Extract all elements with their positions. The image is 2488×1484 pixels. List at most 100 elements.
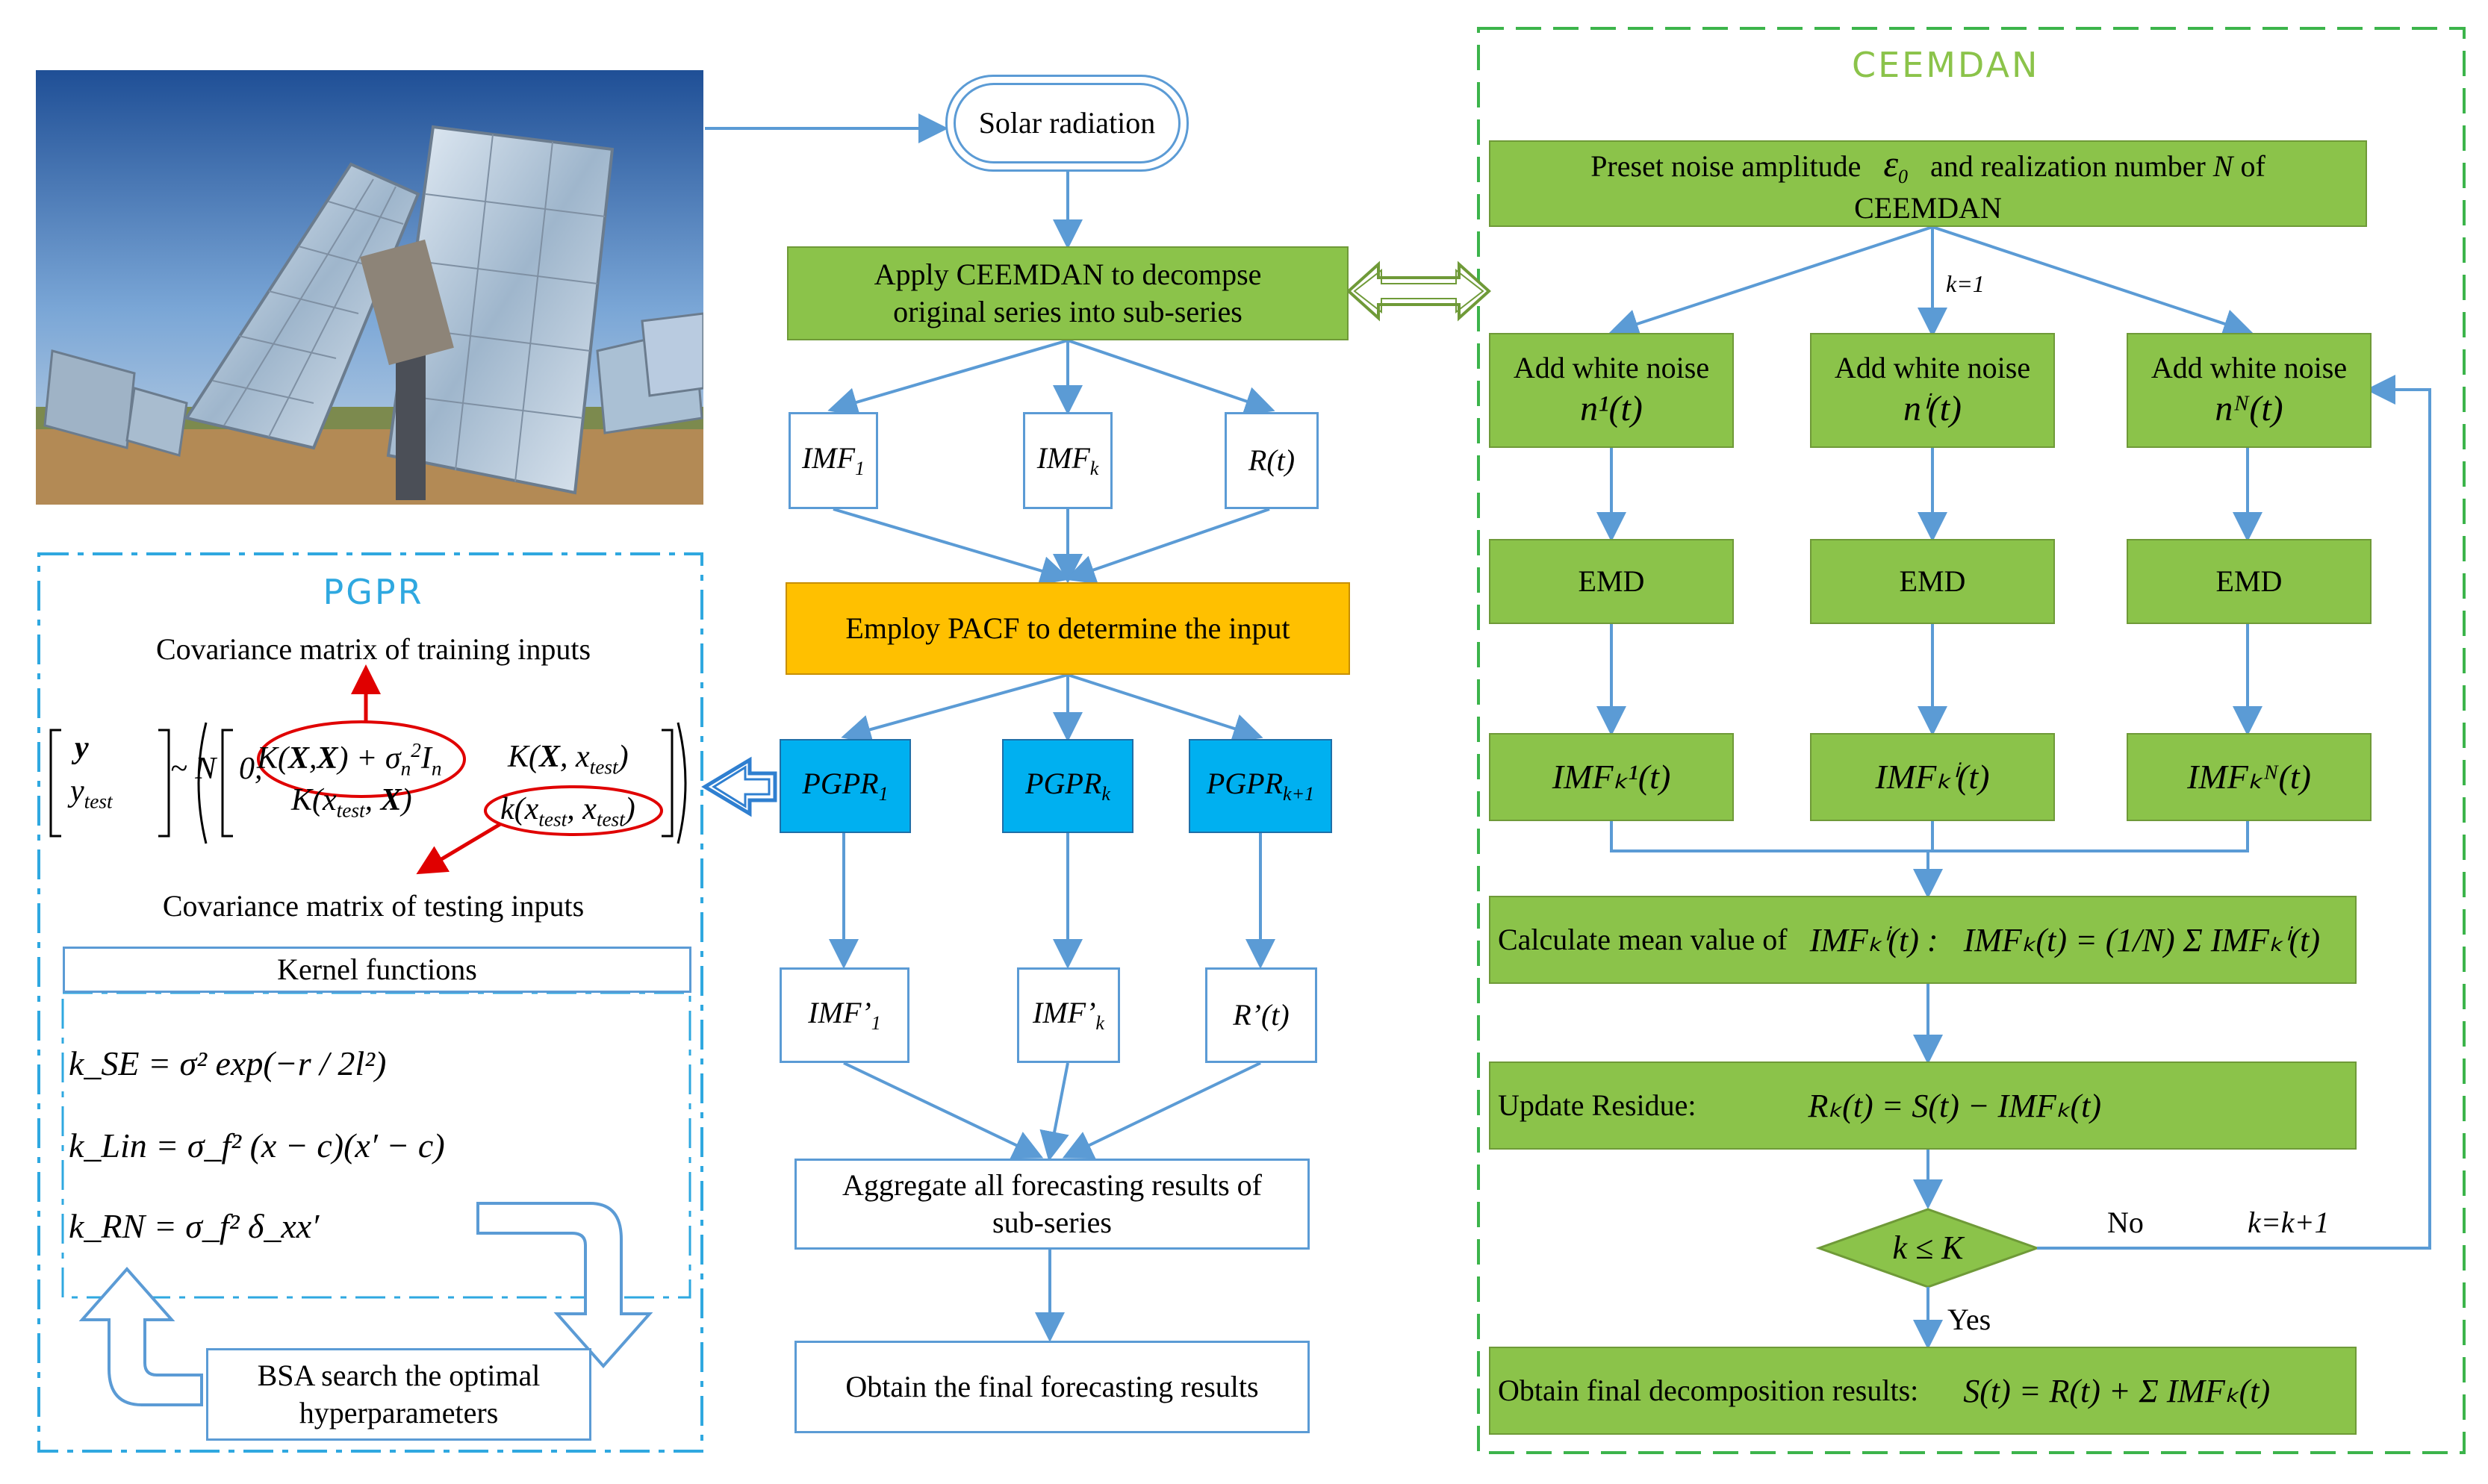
mean-value-label: Calculate mean value of: [1498, 923, 1788, 956]
pgprk-sub: k: [1101, 783, 1110, 805]
imf-k1-label: IMFₖ¹(t): [1552, 758, 1671, 796]
preset-noise-box: Preset noise amplitude ε0 and realizatio…: [1489, 140, 2367, 227]
pgprk-box: PGPRk: [1002, 739, 1133, 833]
imf-prime-1-label: IMF’: [808, 996, 871, 1030]
pgpr-frame: [37, 552, 703, 1453]
imf-prime-k-label: IMF’: [1033, 996, 1096, 1030]
noise-1: n¹(t): [1580, 389, 1643, 428]
ceemdan-title: CEEMDAN: [1852, 45, 2040, 85]
kernel-rn: k_RN = σ_f² δ_xx′: [69, 1207, 320, 1245]
kernel-frame: [61, 991, 691, 1299]
curved-up-arrow-icon: [78, 1266, 203, 1406]
decision-label: k ≤ K: [1892, 1229, 1964, 1266]
imf-prime-1-sub: 1: [871, 1012, 881, 1035]
residual-box: R(t): [1225, 412, 1319, 509]
preset-line-2: CEEMDAN: [1854, 190, 2002, 225]
pgpr-title-text: PGPR: [323, 572, 424, 612]
preset-text-b: and realization number: [1930, 149, 2206, 184]
imf-kN-box: IMFₖᴺ(t): [2127, 733, 2372, 821]
pgpr1-box: PGPR1: [780, 739, 911, 833]
pacf-box: Employ PACF to determine the input: [786, 582, 1350, 675]
add-noise-label-N: Add white noise: [2150, 351, 2348, 384]
pgprk1-sub: k+1: [1283, 783, 1315, 805]
imfk-sub: k: [1089, 458, 1099, 480]
k-increment-label: k=k+1: [2248, 1206, 2330, 1239]
pacf-label: Employ PACF to determine the input: [845, 611, 1290, 645]
no-label: No: [2107, 1206, 2144, 1239]
apply-line-1: Apply CEEMDAN to decompse: [874, 258, 1262, 291]
update-residue-label: Update Residue:: [1498, 1088, 1696, 1122]
solar-radiation-label: Solar radiation: [978, 106, 1156, 140]
imfk-label: IMF: [1036, 441, 1090, 476]
emd-box-N: EMD: [2127, 539, 2372, 624]
left-block-arrow-icon: [701, 756, 777, 817]
imf1-label: IMF: [801, 441, 856, 476]
aggregate-box: Aggregate all forecasting results of sub…: [794, 1159, 1310, 1250]
cov-test-label: Covariance matrix of testing inputs: [162, 889, 585, 923]
apply-line-2: original series into sub-series: [893, 295, 1243, 328]
imf-ki-label: IMFₖⁱ(t): [1875, 758, 1990, 796]
imf-prime-k-sub: k: [1095, 1012, 1104, 1035]
solar-photo: [36, 70, 703, 505]
residual-label: R(t): [1248, 443, 1296, 477]
imf1-sub: 1: [855, 458, 865, 480]
emd-label-i: EMD: [1899, 564, 1966, 598]
final-decomposition-formula: S(t) = R(t) + Σ IMFₖ(t): [1963, 1372, 2271, 1409]
preset-N: N: [2212, 149, 2233, 184]
imf-k1-box: IMFₖ¹(t): [1489, 733, 1734, 821]
cov-train-label: Covariance matrix of training inputs: [155, 632, 591, 666]
final-results-box: Obtain the final forecasting results: [794, 1341, 1310, 1433]
pgprk1-label: PGPR: [1206, 767, 1284, 801]
preset-text-a: Preset noise amplitude: [1590, 149, 1862, 184]
preset-text-c: of: [2240, 149, 2265, 184]
mean-formula-b: IMFₖ(t) = (1/N) Σ IMFₖⁱ(t): [1963, 921, 2321, 958]
final-results-label: Obtain the final forecasting results: [845, 1370, 1259, 1403]
bidirectional-arrow-icon: [1346, 261, 1491, 322]
noise-N: nᴺ(t): [2215, 389, 2283, 428]
bsa-line-2: hyperparameters: [299, 1396, 499, 1430]
add-noise-box-i: Add white noise nⁱ(t): [1810, 333, 2055, 448]
add-noise-box-N: Add white noise nᴺ(t): [2127, 333, 2372, 448]
kernel-se: k_SE = σ² exp(−r / 2l²): [69, 1044, 387, 1082]
mean-formula-a: IMFₖⁱ(t) :: [1809, 921, 1938, 958]
imf-prime-1-box: IMF’1: [780, 967, 909, 1063]
emd-label-N: EMD: [2215, 564, 2283, 598]
imf-prime-k-box: IMF’k: [1017, 967, 1120, 1063]
kernel-lin: k_Lin = σ_f² (x − c)(x′ − c): [69, 1126, 445, 1165]
residual-prime-label: R’(t): [1233, 998, 1290, 1032]
imf-ki-box: IMFₖⁱ(t): [1810, 733, 2055, 821]
residual-prime-box: R’(t): [1205, 967, 1317, 1063]
final-decomposition-box: Obtain final decomposition results: S(t)…: [1489, 1347, 2357, 1435]
k-equals-1-label: k=1: [1946, 270, 1985, 297]
gp-prior-formula: y ytest ~ N 0, K(X,X) + σn2In K(X, xtest…: [70, 731, 635, 831]
yes-label: Yes: [1947, 1303, 1991, 1336]
curved-down-arrow-icon: [476, 1202, 653, 1369]
bsa-box: BSA search the optimal hyperparameters: [206, 1348, 591, 1441]
preset-epsilon-sub: 0: [1898, 166, 1909, 188]
pgpr-title: PGPR: [284, 572, 463, 612]
noise-i: nⁱ(t): [1903, 389, 1962, 428]
bsa-line-1: BSA search the optimal: [257, 1359, 541, 1392]
imfk-box: IMFk: [1023, 412, 1113, 509]
imf1-box: IMF1: [789, 412, 878, 509]
solar-radiation-node: Solar radiation: [945, 75, 1189, 172]
emd-label-1: EMD: [1578, 564, 1645, 598]
emd-box-i: EMD: [1810, 539, 2055, 624]
pgprk1-box: PGPRk+1: [1189, 739, 1332, 833]
update-residue-box: Update Residue: Rₖ(t) = S(t) − IMFₖ(t): [1489, 1061, 2357, 1150]
add-noise-box-1: Add white noise n¹(t): [1489, 333, 1734, 448]
aggregate-line-2: sub-series: [992, 1206, 1112, 1239]
ceemdan-frame: [1477, 27, 2466, 1454]
emd-box-1: EMD: [1489, 539, 1734, 624]
pgpr1-label: PGPR: [802, 767, 879, 801]
add-noise-label-i: Add white noise: [1834, 351, 2031, 384]
imf-kN-label: IMFₖᴺ(t): [2187, 758, 2311, 796]
add-noise-label-1: Add white noise: [1513, 351, 1710, 384]
preset-epsilon: ε: [1883, 143, 1899, 185]
update-residue-formula: Rₖ(t) = S(t) − IMFₖ(t): [1808, 1087, 2102, 1124]
apply-ceemdan-box: Apply CEEMDAN to decompse original serie…: [787, 246, 1349, 340]
final-decomposition-label: Obtain final decomposition results:: [1498, 1374, 1919, 1407]
kernel-functions-label: Kernel functions: [277, 953, 477, 986]
pgpr1-sub: 1: [878, 783, 889, 805]
